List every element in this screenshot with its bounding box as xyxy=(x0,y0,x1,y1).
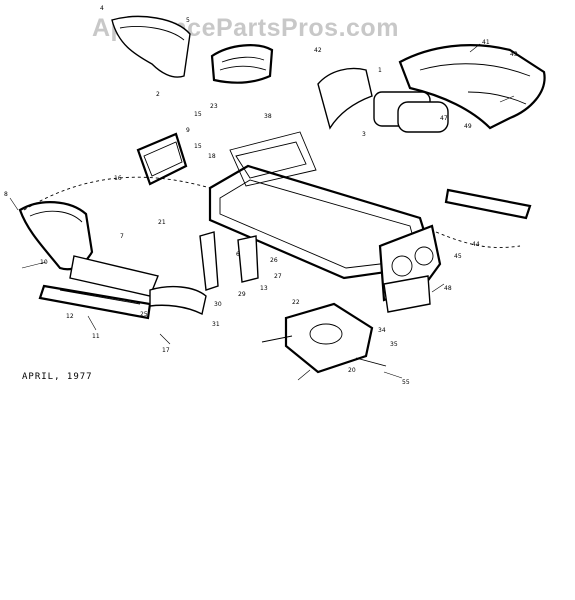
callout-label: 23 xyxy=(210,103,218,110)
running-board-right xyxy=(444,188,532,220)
callout-label: 6 xyxy=(236,251,240,258)
callout-label: 27 xyxy=(274,273,282,280)
callout-label: 5 xyxy=(186,17,190,24)
callout-label: 12 xyxy=(66,313,74,320)
callout-label: 31 xyxy=(212,321,220,328)
callout-label: 41 xyxy=(482,39,490,46)
callout-label: 34 xyxy=(378,327,386,334)
callout-label: 45 xyxy=(454,253,462,260)
callout-label: 18 xyxy=(208,153,216,160)
callout-label: 13 xyxy=(260,285,268,292)
fuel-tank xyxy=(397,101,449,133)
callout-label: 49 xyxy=(464,123,472,130)
seat xyxy=(210,44,274,84)
callout-label: 48 xyxy=(444,285,452,292)
callout-label: 44 xyxy=(472,241,480,248)
transaxle-mount xyxy=(284,302,374,374)
callout-label: 9 xyxy=(186,127,190,134)
callout-label: 20 xyxy=(348,367,356,374)
callout-label: 7 xyxy=(120,233,124,240)
callout-label: 15 xyxy=(194,143,202,150)
running-board-left xyxy=(38,284,152,320)
step-plate xyxy=(69,255,159,297)
callout-label: 25 xyxy=(140,311,148,318)
callout-label: 22 xyxy=(292,299,300,306)
callout-label: 2 xyxy=(156,91,160,98)
callout-label: 8 xyxy=(4,191,8,198)
callout-label: 26 xyxy=(270,257,278,264)
rear-fender-left xyxy=(111,15,191,78)
console-post xyxy=(317,67,373,130)
callout-label: 1 xyxy=(378,67,382,74)
callout-label: 29 xyxy=(238,291,246,298)
drop-bracket xyxy=(199,231,219,291)
callout-label: 15 xyxy=(194,111,202,118)
callout-label: 38 xyxy=(264,113,272,120)
callout-label: 30 xyxy=(214,301,222,308)
callout-label: 21 xyxy=(158,219,166,226)
callout-label: 4 xyxy=(100,5,104,12)
callout-labels: 4 5 2 15 41 43 1 9 15 23 47 49 8 11 31 2… xyxy=(4,5,518,386)
callout-label: 35 xyxy=(390,341,398,348)
hanger-bracket xyxy=(237,235,259,283)
callout-label: 16 xyxy=(114,175,122,182)
callout-label: 42 xyxy=(314,47,322,54)
callout-label: 10 xyxy=(40,259,48,266)
foot-rest xyxy=(149,285,207,316)
bumper-bracket xyxy=(383,275,431,313)
callout-label: 47 xyxy=(440,115,448,122)
callout-label: 11 xyxy=(92,333,100,340)
callout-label: 17 xyxy=(162,347,170,354)
callout-label: 43 xyxy=(510,51,518,58)
diagram-date-caption: APRIL, 1977 xyxy=(22,372,93,382)
callout-label: 55 xyxy=(402,379,410,386)
callout-label: 3 xyxy=(362,131,366,138)
